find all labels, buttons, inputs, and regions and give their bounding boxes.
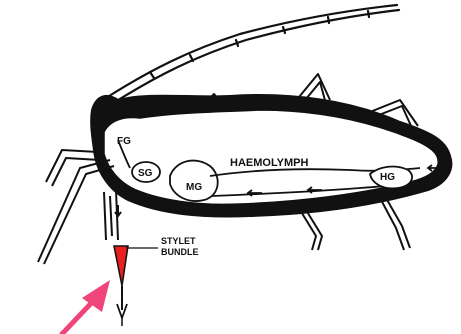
label-fg: FG <box>117 136 131 147</box>
stylet-bundle <box>114 246 128 286</box>
label-mg: MG <box>186 182 202 193</box>
label-hg: HG <box>380 172 395 183</box>
pointer-arrow <box>62 280 110 334</box>
antenna <box>106 5 399 104</box>
rostrum <box>104 190 121 240</box>
label-bundle: BUNDLE <box>161 247 199 257</box>
label-stylet: STYLET <box>161 236 196 246</box>
label-haemolymph: HAEMOLYMPH <box>230 157 308 169</box>
label-sg: SG <box>138 168 153 179</box>
